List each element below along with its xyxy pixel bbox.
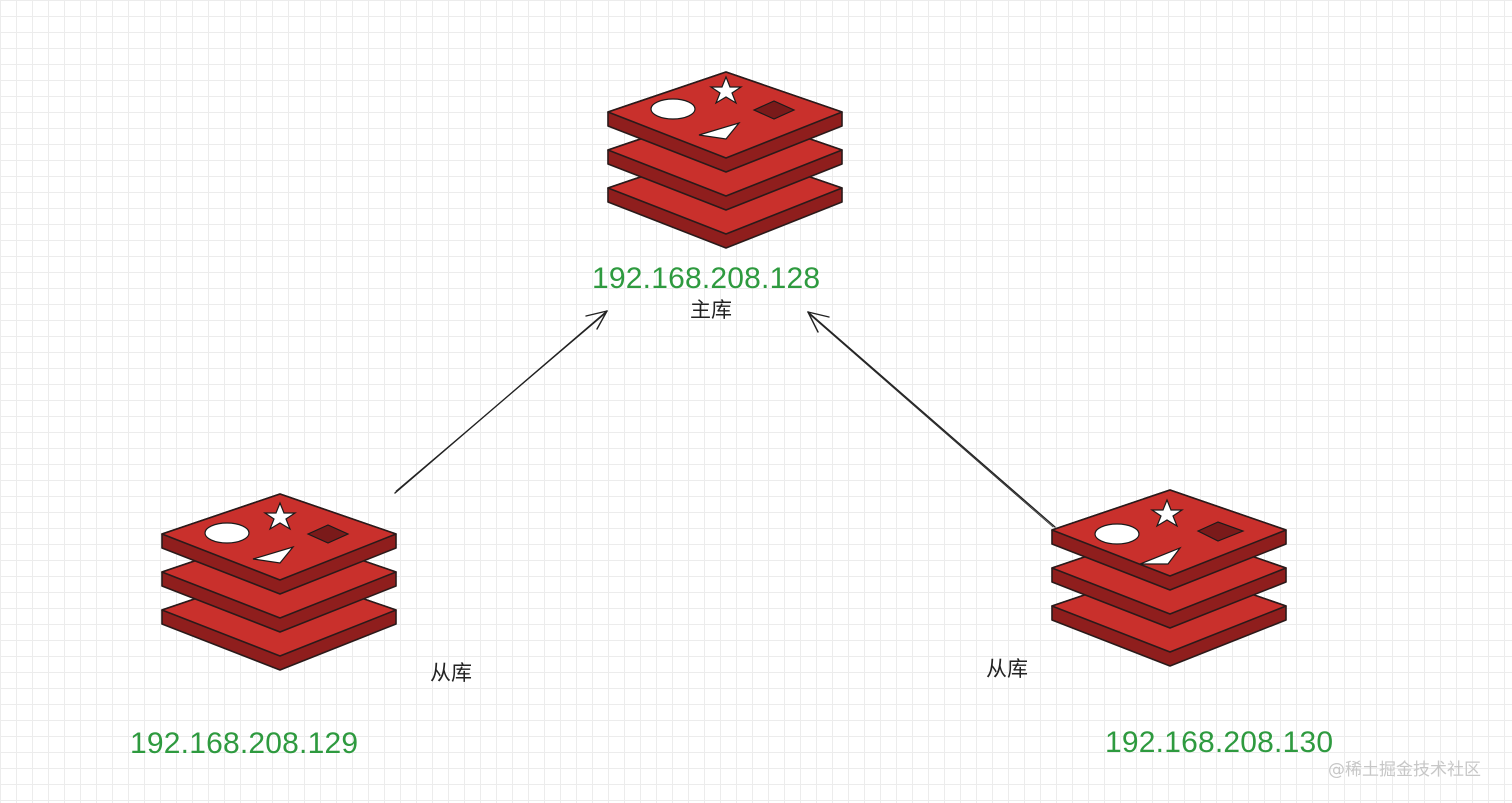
arrowhead-left — [585, 310, 608, 317]
watermark-text: @稀土掘金技术社区 — [1328, 760, 1481, 780]
replica-right-redis-icon — [1051, 489, 1287, 667]
master-ip-label: 192.168.208.128 — [592, 262, 821, 295]
replica-left-role-label: 从库 — [430, 661, 472, 685]
master-role-label: 主库 — [690, 298, 732, 322]
arrow-left-replica-to-master — [394, 310, 608, 494]
replica-right-role-label: 从库 — [986, 657, 1028, 681]
replica-left-ip-label: 192.168.208.129 — [130, 727, 359, 760]
replica-right-ip-label: 192.168.208.130 — [1105, 726, 1334, 759]
replica-left-redis-icon — [161, 493, 397, 671]
arrow-right-replica-to-master — [807, 311, 1056, 528]
master-redis-icon — [607, 71, 843, 249]
arrowhead-right — [807, 311, 830, 318]
